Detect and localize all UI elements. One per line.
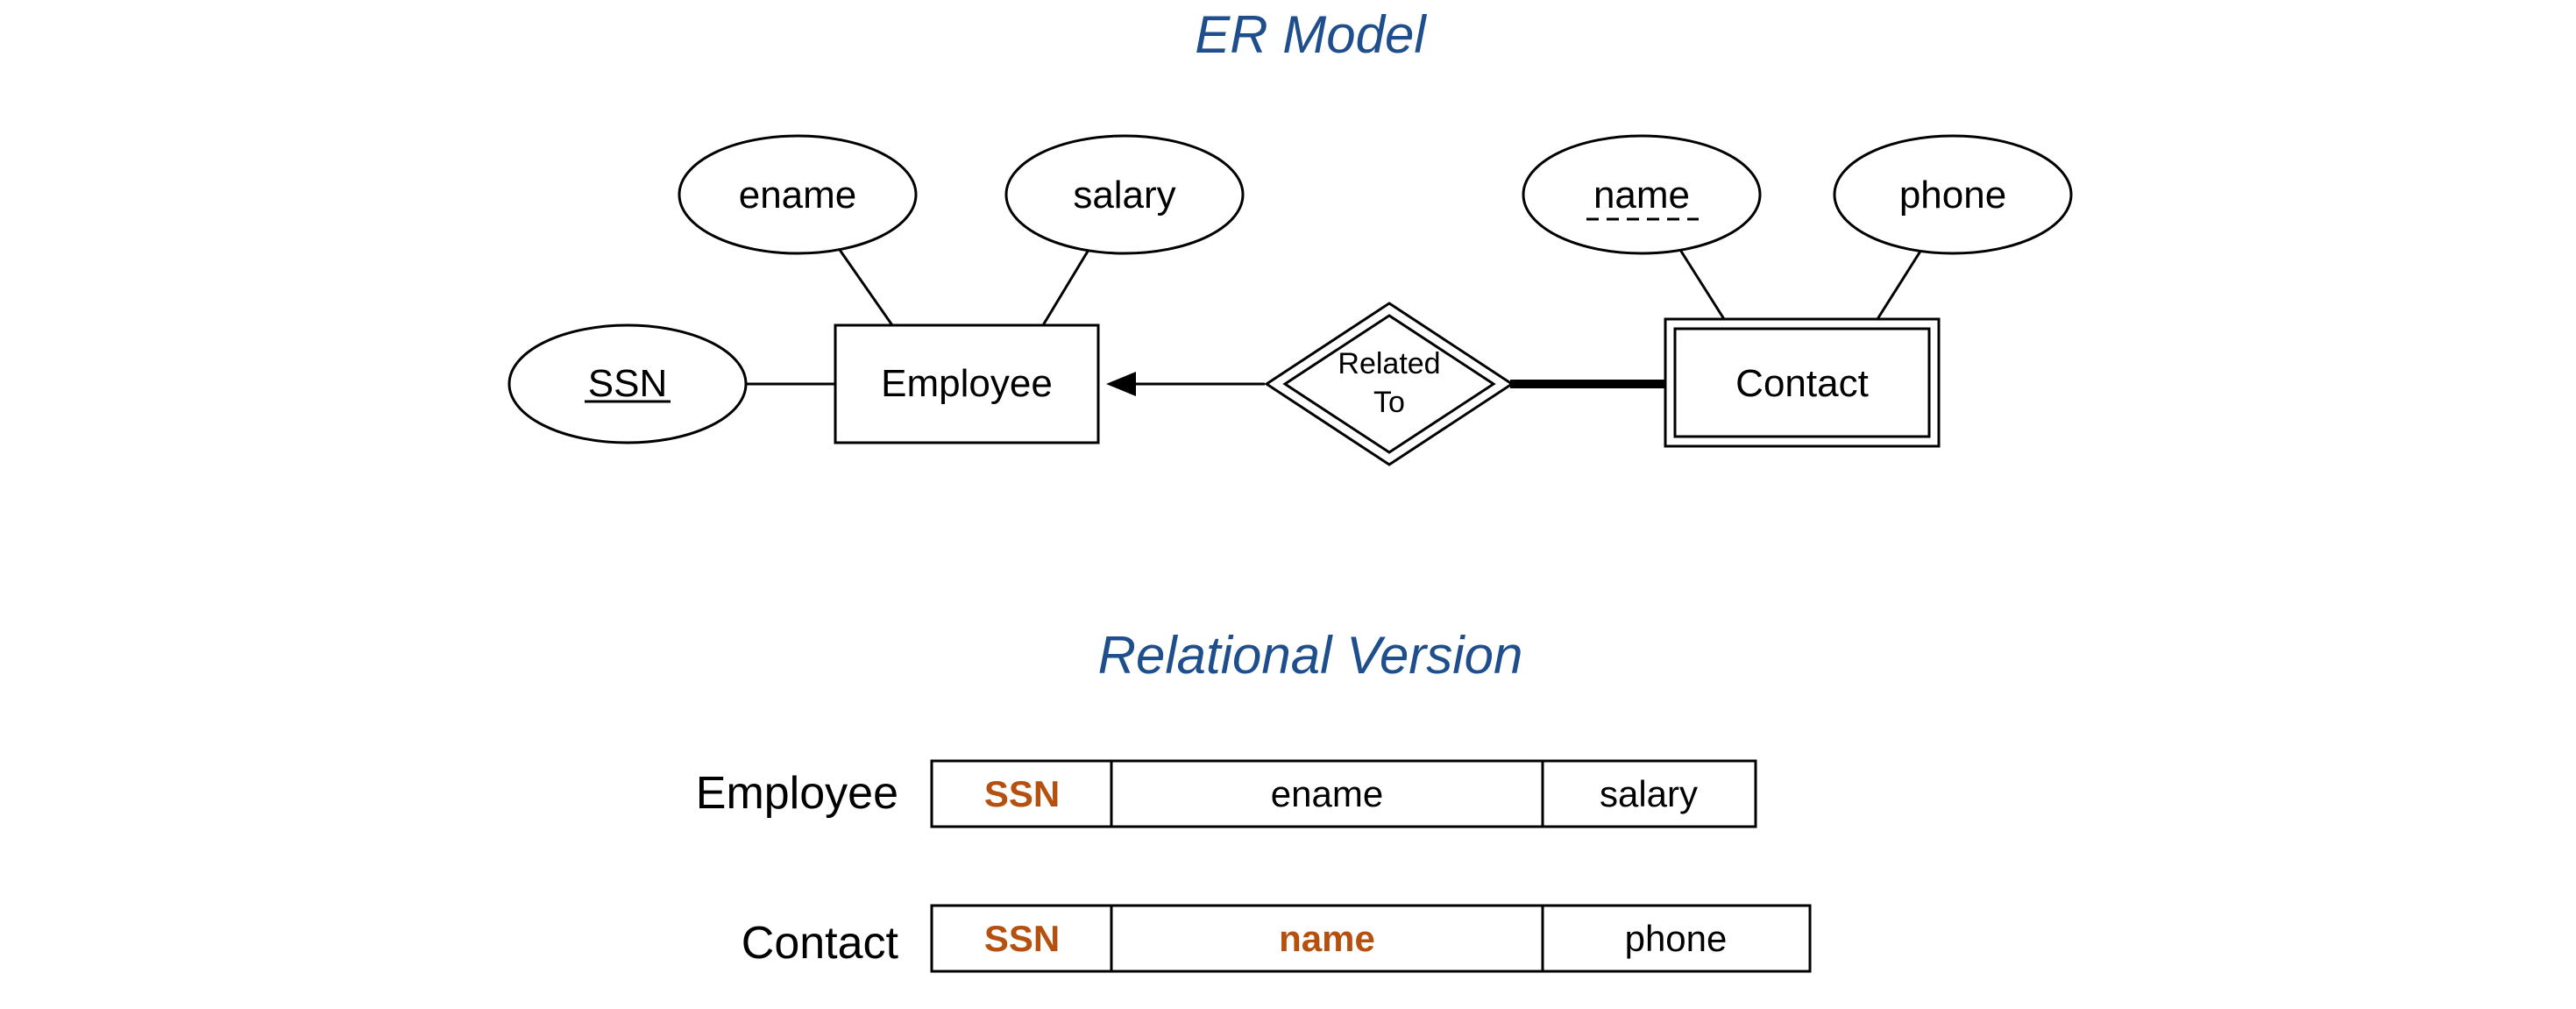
er-model-title: ER Model xyxy=(1195,5,1427,64)
relationship-label-line2: To xyxy=(1373,386,1405,419)
employee-table-name: Employee xyxy=(696,768,898,819)
contact-col-ssn-key: SSN xyxy=(984,918,1060,959)
employee-entity-label: Employee xyxy=(881,362,1053,405)
employee-col-ssn-key: SSN xyxy=(984,773,1060,814)
relation-contact: Contact SSN name phone xyxy=(742,904,1812,973)
relation-employee: Employee SSN ename salary xyxy=(696,759,1757,828)
attribute-name: name xyxy=(1522,134,1762,255)
phone-connector xyxy=(1876,249,1923,320)
attribute-ssn: SSN xyxy=(507,323,748,444)
ename-connector xyxy=(838,249,894,326)
relationship-label-line1: Related xyxy=(1338,347,1440,380)
employee-col-ename: ename xyxy=(1271,773,1383,814)
ssn-label: SSN xyxy=(588,362,667,405)
salary-connector xyxy=(1041,249,1090,326)
attribute-ename: ename xyxy=(678,134,918,255)
phone-label: phone xyxy=(1899,174,2006,217)
name-label: name xyxy=(1593,174,1690,217)
salary-label: salary xyxy=(1073,174,1175,217)
contact-table-name: Contact xyxy=(742,918,899,969)
attribute-salary: salary xyxy=(1004,134,1245,255)
relationship-related-to: Related To xyxy=(1264,302,1515,466)
arrow-head xyxy=(1106,372,1136,396)
employee-col-salary: salary xyxy=(1600,773,1698,814)
attribute-connectors xyxy=(745,249,1923,386)
entity-contact-weak: Contact xyxy=(1664,317,1941,448)
attribute-phone: phone xyxy=(1833,134,2073,255)
employee-table-row xyxy=(930,759,1757,828)
contact-table-row xyxy=(930,904,1812,973)
name-connector xyxy=(1678,249,1726,320)
ename-label: ename xyxy=(739,174,857,217)
contact-col-name-key: name xyxy=(1279,918,1375,959)
contact-entity-label: Contact xyxy=(1735,362,1869,405)
contact-col-phone: phone xyxy=(1625,918,1728,959)
entity-employee: Employee xyxy=(834,323,1100,444)
relational-version-title: Relational Version xyxy=(1098,626,1523,685)
